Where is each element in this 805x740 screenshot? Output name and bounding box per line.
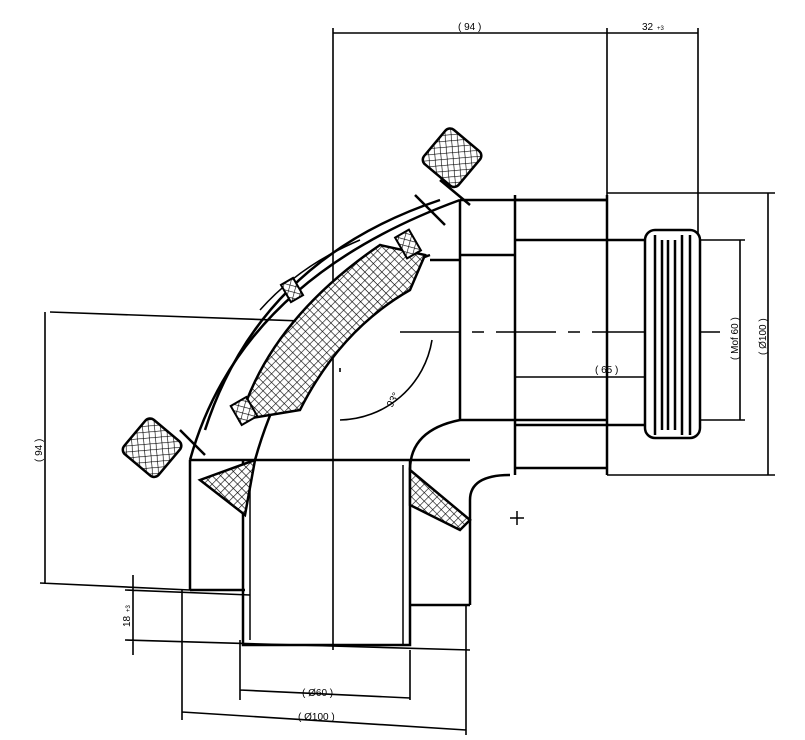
dim-top-length: ( 94 ) bbox=[458, 22, 481, 33]
dim-bottom-depth: 18 bbox=[122, 615, 133, 627]
dim-top-offset: 32 bbox=[642, 22, 654, 33]
dim-bottom-inner-diameter: ( Ø60 ) bbox=[302, 688, 333, 699]
dim-top-offset-tol: +3 bbox=[657, 26, 665, 32]
dim-right-socket: ( Mof 60 ) bbox=[730, 317, 741, 360]
dim-left-height: ( 94 ) bbox=[34, 439, 45, 462]
clamp-bolt-middle bbox=[229, 228, 423, 427]
seal-rings bbox=[643, 228, 702, 440]
clamp-top bbox=[414, 127, 483, 226]
dim-bottom-outer-diameter: ( Ø100 ) bbox=[298, 712, 335, 723]
center-mark-icon bbox=[510, 511, 524, 525]
dim-right-diameter: ( Ø100 ) bbox=[758, 318, 769, 355]
clamp-bottom bbox=[121, 417, 206, 479]
right-hub bbox=[430, 195, 652, 475]
dim-insert-length: ( 65 ) bbox=[595, 365, 618, 376]
elbow-body bbox=[188, 198, 511, 532]
dim-bottom-depth-tol: +3 bbox=[126, 604, 132, 612]
